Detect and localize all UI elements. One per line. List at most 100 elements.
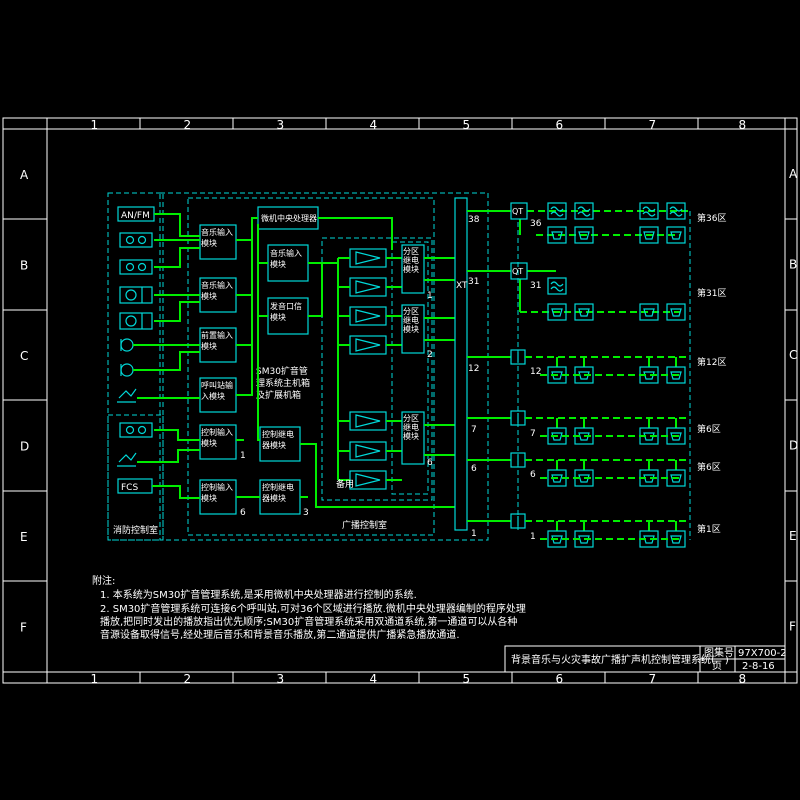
- horn-speaker-icon: [666, 202, 686, 220]
- note-line-2c: 音源设备取得信号,经处理后音乐和背景音乐播放,第二通道提供广播紧急播放通道.: [100, 628, 460, 641]
- broadcast-control-room-box: [159, 192, 489, 541]
- amplifier-icon: [338, 335, 402, 355]
- zone-relay-index-6: 6: [427, 458, 433, 468]
- grid-column-label: 4: [370, 672, 378, 686]
- amplifier-icon: [338, 441, 402, 461]
- amplifier-icon: [338, 470, 402, 490]
- atlas-no-label: 图集号: [704, 646, 734, 659]
- input-index-6: 6: [240, 508, 246, 518]
- grid-row-label: C: [20, 349, 28, 363]
- terminal-index-1: 1: [471, 529, 477, 539]
- zone-index-31: 31: [530, 281, 541, 291]
- drawing-title: 背景音乐与火灾事故广播扩声机控制管理系统(一): [511, 653, 729, 666]
- broadcast-room-label: 广播控制室: [342, 519, 387, 531]
- cpu-label: 微机中央处理器: [261, 213, 317, 223]
- note-line-1: 1. 本系统为SM30扩音管理系统,是采用微机中央处理器进行控制的系统.: [100, 588, 417, 601]
- grid-row-label: C: [789, 348, 797, 362]
- cassette-icon: [119, 259, 153, 275]
- zone-label-1: 第1区: [697, 523, 721, 535]
- ceiling-speaker-icon: [639, 226, 659, 244]
- terminal-label: XT: [456, 281, 468, 291]
- zone-label-7: 第6区: [697, 423, 721, 435]
- grid-column-label: 8: [739, 118, 747, 132]
- spare-label: 备用: [336, 478, 354, 490]
- note-line-2a: 2. SM30扩音管理系统可连接6个呼叫站,可对36个区域进行播放.微机中央处理…: [100, 602, 526, 615]
- grid-column-label: 3: [277, 672, 285, 686]
- page-number: 2-8-16: [742, 661, 775, 672]
- host-label: SM30扩音管理系统主机箱及扩展机箱: [256, 367, 310, 401]
- qt-label-31: QT: [512, 267, 523, 276]
- zone-relay-index-1: 1: [427, 291, 433, 301]
- microphone-icon: [120, 338, 134, 352]
- cd-player-icon: [119, 312, 153, 330]
- grid-row-label: D: [789, 439, 798, 453]
- grid-column-label: 7: [649, 118, 657, 132]
- ceiling-speaker-icon: [639, 303, 659, 321]
- grid-column-label: 2: [184, 672, 192, 686]
- volume-control-31: [510, 262, 528, 280]
- paging-input-module: 呼叫站输入模块: [199, 377, 237, 413]
- notes-title: 附注:: [92, 574, 115, 587]
- grid-column-label: 1: [91, 672, 99, 686]
- grid-row-label: E: [789, 529, 797, 543]
- zone-relay-module-2: 分区继电模块: [401, 304, 425, 354]
- qt-label-36: QT: [512, 207, 523, 216]
- amplifier-icon: [338, 277, 402, 297]
- grid-column-label: 7: [649, 672, 657, 686]
- amplifier-rack: [321, 237, 433, 501]
- grid-column-label: 2: [184, 118, 192, 132]
- fire-room-label: 消防控制室: [113, 524, 158, 536]
- cassette-icon: [119, 232, 153, 248]
- volume-control-icon: [510, 410, 526, 426]
- grid-column-label: 6: [556, 118, 564, 132]
- grid-column-label: 5: [463, 672, 471, 686]
- control-input-module-1: 控制输入模块: [199, 424, 237, 460]
- fcs-label: FCS: [121, 483, 138, 493]
- zone-label-6: 第6区: [697, 461, 721, 473]
- grid-column-label: 8: [739, 672, 747, 686]
- zone-index-1: 1: [530, 532, 536, 542]
- terminal-strip: [454, 197, 468, 531]
- zone-rows: [510, 202, 691, 548]
- fire-control-room-box: [107, 414, 164, 541]
- zone-index-7: 7: [530, 429, 536, 439]
- grid-column-label: 3: [277, 118, 285, 132]
- microphone-icon: [120, 363, 134, 377]
- control-relay-module-1: 控制继电器模块: [259, 426, 301, 462]
- source-column: [107, 192, 164, 541]
- terminal-index-6: 6: [471, 464, 477, 474]
- terminal-index-7: 7: [471, 425, 477, 435]
- input-index-1: 1: [240, 451, 246, 461]
- grid-column-label: 4: [370, 118, 378, 132]
- grid-row-label: D: [20, 440, 29, 454]
- horn-speaker-icon: [547, 277, 567, 295]
- amplifier-icon: [338, 306, 402, 326]
- control-relay-module-2: 控制继电器模块: [259, 479, 301, 515]
- terminal-index-31: 31: [468, 277, 479, 287]
- horn-speaker-icon: [639, 202, 659, 220]
- volume-control-icon: [510, 513, 526, 529]
- grid-column-label: 5: [463, 118, 471, 132]
- zone-label-12: 第12区: [697, 356, 726, 368]
- music-input-module-2: 音乐输入模块: [199, 277, 237, 313]
- atlas-no: 97X700-2: [738, 648, 787, 659]
- zone-index-12: 12: [530, 367, 541, 377]
- cassette-icon: [119, 422, 153, 438]
- ceiling-speaker-icon: [666, 303, 686, 321]
- music-input-module-1: 音乐输入模块: [199, 224, 237, 260]
- tuner-label: AN/FM: [121, 211, 150, 221]
- zone-index-6: 6: [530, 470, 536, 480]
- note-line-2b: 播放,把同时发出的播放指出优先顺序;SM30扩音管理系统采用双通道系统,第一通道…: [100, 615, 517, 628]
- cd-player-icon: [119, 286, 153, 304]
- ceiling-speaker-icon: [666, 226, 686, 244]
- zone-relay-module-1: 分区继电模块: [401, 244, 425, 294]
- control-input-module-2: 控制输入模块: [199, 479, 237, 515]
- paging-station-icon: [117, 388, 137, 403]
- ceiling-speaker-icon: [574, 226, 594, 244]
- ceiling-speaker-icon: [547, 303, 567, 321]
- grid-row-label: B: [20, 259, 28, 273]
- grid-column-label: 1: [91, 118, 99, 132]
- internal-wiring: [133, 213, 455, 508]
- horn-speaker-icon: [547, 202, 567, 220]
